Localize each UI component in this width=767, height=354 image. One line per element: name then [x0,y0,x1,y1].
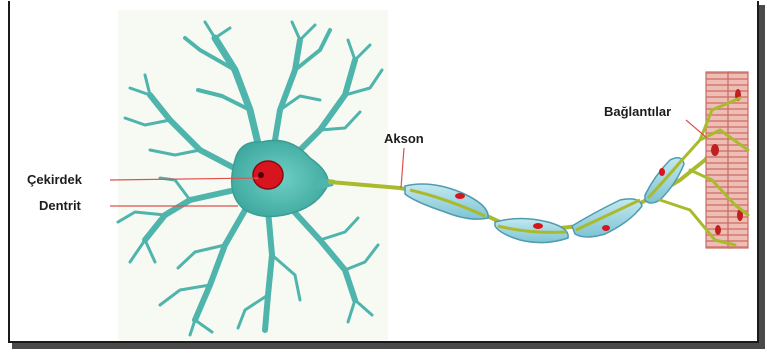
nucleus [253,161,283,189]
muscle-fiber-illustration [706,72,748,248]
axon-pointer [401,148,404,188]
dendrite-label: Dentrit [39,198,81,213]
nucleus-label: Çekirdek [27,172,82,187]
axon-label: Akson [384,131,424,146]
terminals-label: Bağlantılar [604,104,671,119]
